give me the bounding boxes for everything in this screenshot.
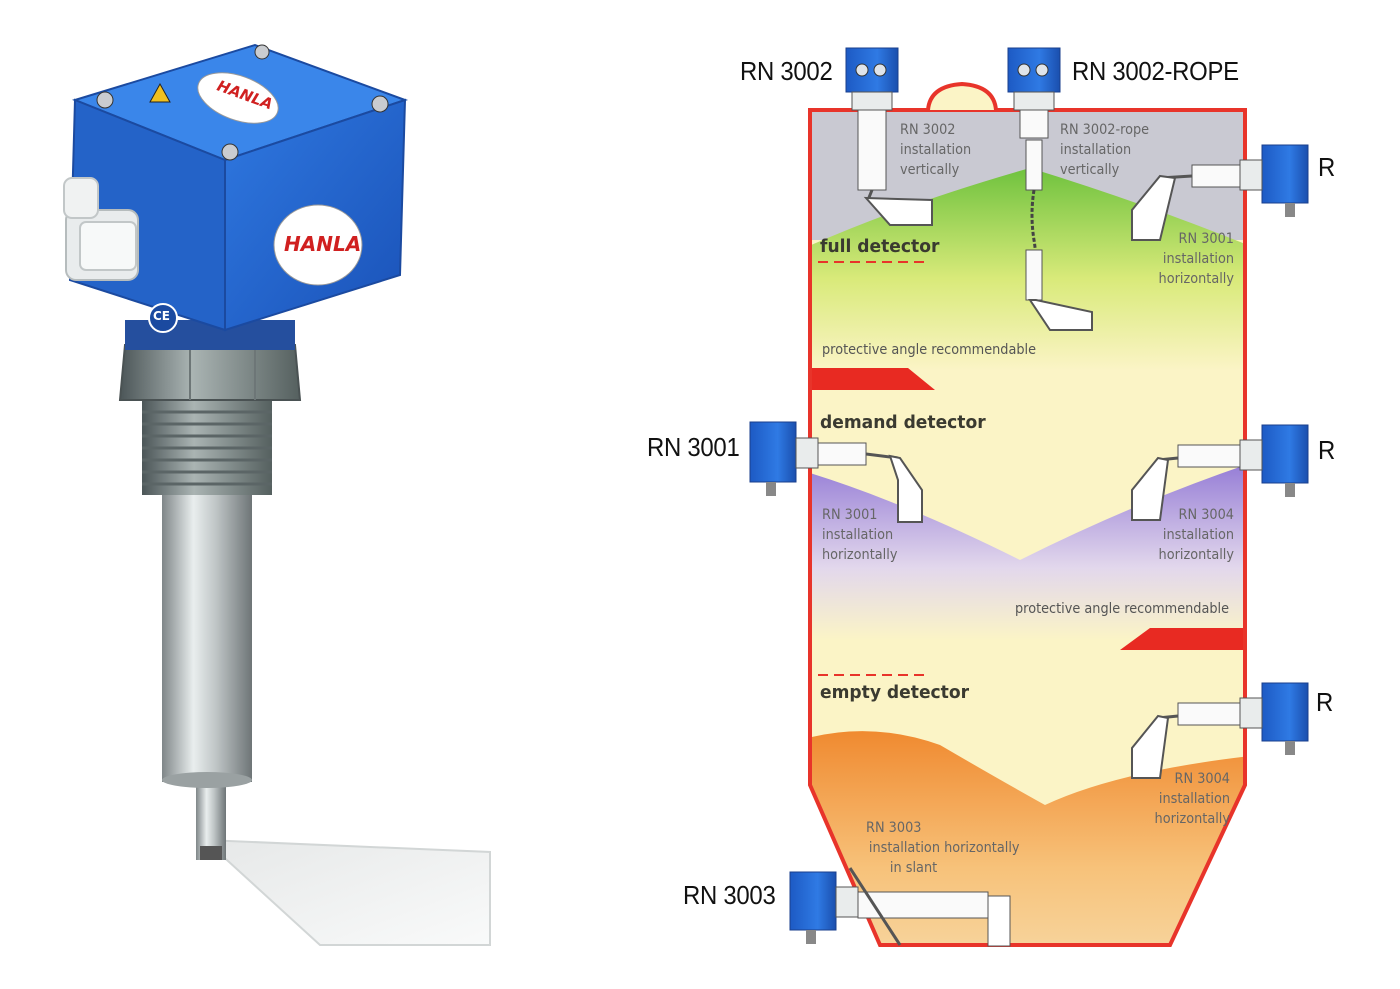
protective-angle-right xyxy=(1120,628,1243,650)
zone-demand-detector: demand detector xyxy=(820,412,986,433)
protective-note-upper: protective angle recommendable xyxy=(822,342,1037,358)
install-note-rn3004-lower-right: RN 3004 installation horizontally xyxy=(1120,769,1230,829)
install-note-line: RN 3004 xyxy=(1178,507,1234,523)
paddle-icon xyxy=(202,838,491,946)
install-note-line: installation xyxy=(1162,251,1234,267)
install-note-rn3002-rope: RN 3002-rope installation vertically xyxy=(1060,120,1149,180)
zone-empty-detector: empty detector xyxy=(820,682,970,703)
hex-nut xyxy=(118,344,302,401)
install-note-line: in slant xyxy=(889,860,938,876)
label-rn3003: RN 3003 xyxy=(683,880,776,910)
rn3004-lower-right-device xyxy=(1131,682,1309,779)
install-note-line: installation xyxy=(1060,142,1132,158)
install-note-line: vertically xyxy=(900,162,960,178)
brand-badge-side: HANLA xyxy=(284,232,362,256)
extension-tube xyxy=(162,440,252,782)
install-note-line: RN 3002-rope xyxy=(1060,122,1150,138)
install-note-rn3003: RN 3003 installation horizontally in sla… xyxy=(866,818,1022,878)
install-note-rn3004-middle-right: RN 3004 installation horizontally xyxy=(1138,505,1234,565)
thread xyxy=(142,400,272,495)
protective-angle-left xyxy=(812,368,935,390)
rn3003-device xyxy=(789,867,1011,947)
install-note-line: RN 3001 xyxy=(822,507,878,523)
install-note-line: installation xyxy=(900,142,972,158)
install-note-line: horizontally xyxy=(822,547,898,563)
label-rn3001: RN 3001 xyxy=(647,432,740,462)
product-photo xyxy=(63,43,491,946)
install-note-line: installation horizontally xyxy=(868,840,1020,856)
label-rn3002-rope: RN 3002-ROPE xyxy=(1072,56,1239,86)
label-right-cut-3: RI xyxy=(1316,687,1334,717)
install-note-line: vertically xyxy=(1060,162,1120,178)
install-note-rn3002: RN 3002 installation vertically xyxy=(900,120,971,180)
install-note-line: RN 3003 xyxy=(866,820,922,836)
install-note-line: RN 3002 xyxy=(900,122,956,138)
install-note-line: horizontally xyxy=(1158,271,1234,287)
install-note-rn3001-top-right: RN 3001 installation horizontally xyxy=(1138,229,1234,289)
install-note-line: installation xyxy=(1158,791,1230,807)
label-right-cut-1: R xyxy=(1318,152,1336,182)
label-right-cut-2: R xyxy=(1318,435,1336,465)
rn3002-rope-device xyxy=(1007,47,1093,331)
label-rn3002: RN 3002 xyxy=(740,56,833,86)
install-note-rn3001-left: RN 3001 installation horizontally xyxy=(822,505,897,565)
enclosure-icon xyxy=(63,43,409,333)
install-note-line: installation xyxy=(822,527,894,543)
rn3001-top-right-device xyxy=(1131,144,1309,241)
protective-note-middle: protective angle recommendable xyxy=(1015,601,1230,617)
install-note-line: RN 3001 xyxy=(1178,231,1234,247)
install-note-line: horizontally xyxy=(1154,811,1230,827)
install-note-line: RN 3004 xyxy=(1174,771,1230,787)
ce-mark: CE xyxy=(153,309,171,323)
install-note-line: horizontally xyxy=(1158,547,1234,563)
install-note-line: installation xyxy=(1162,527,1234,543)
zone-full-detector: full detector xyxy=(820,236,940,257)
